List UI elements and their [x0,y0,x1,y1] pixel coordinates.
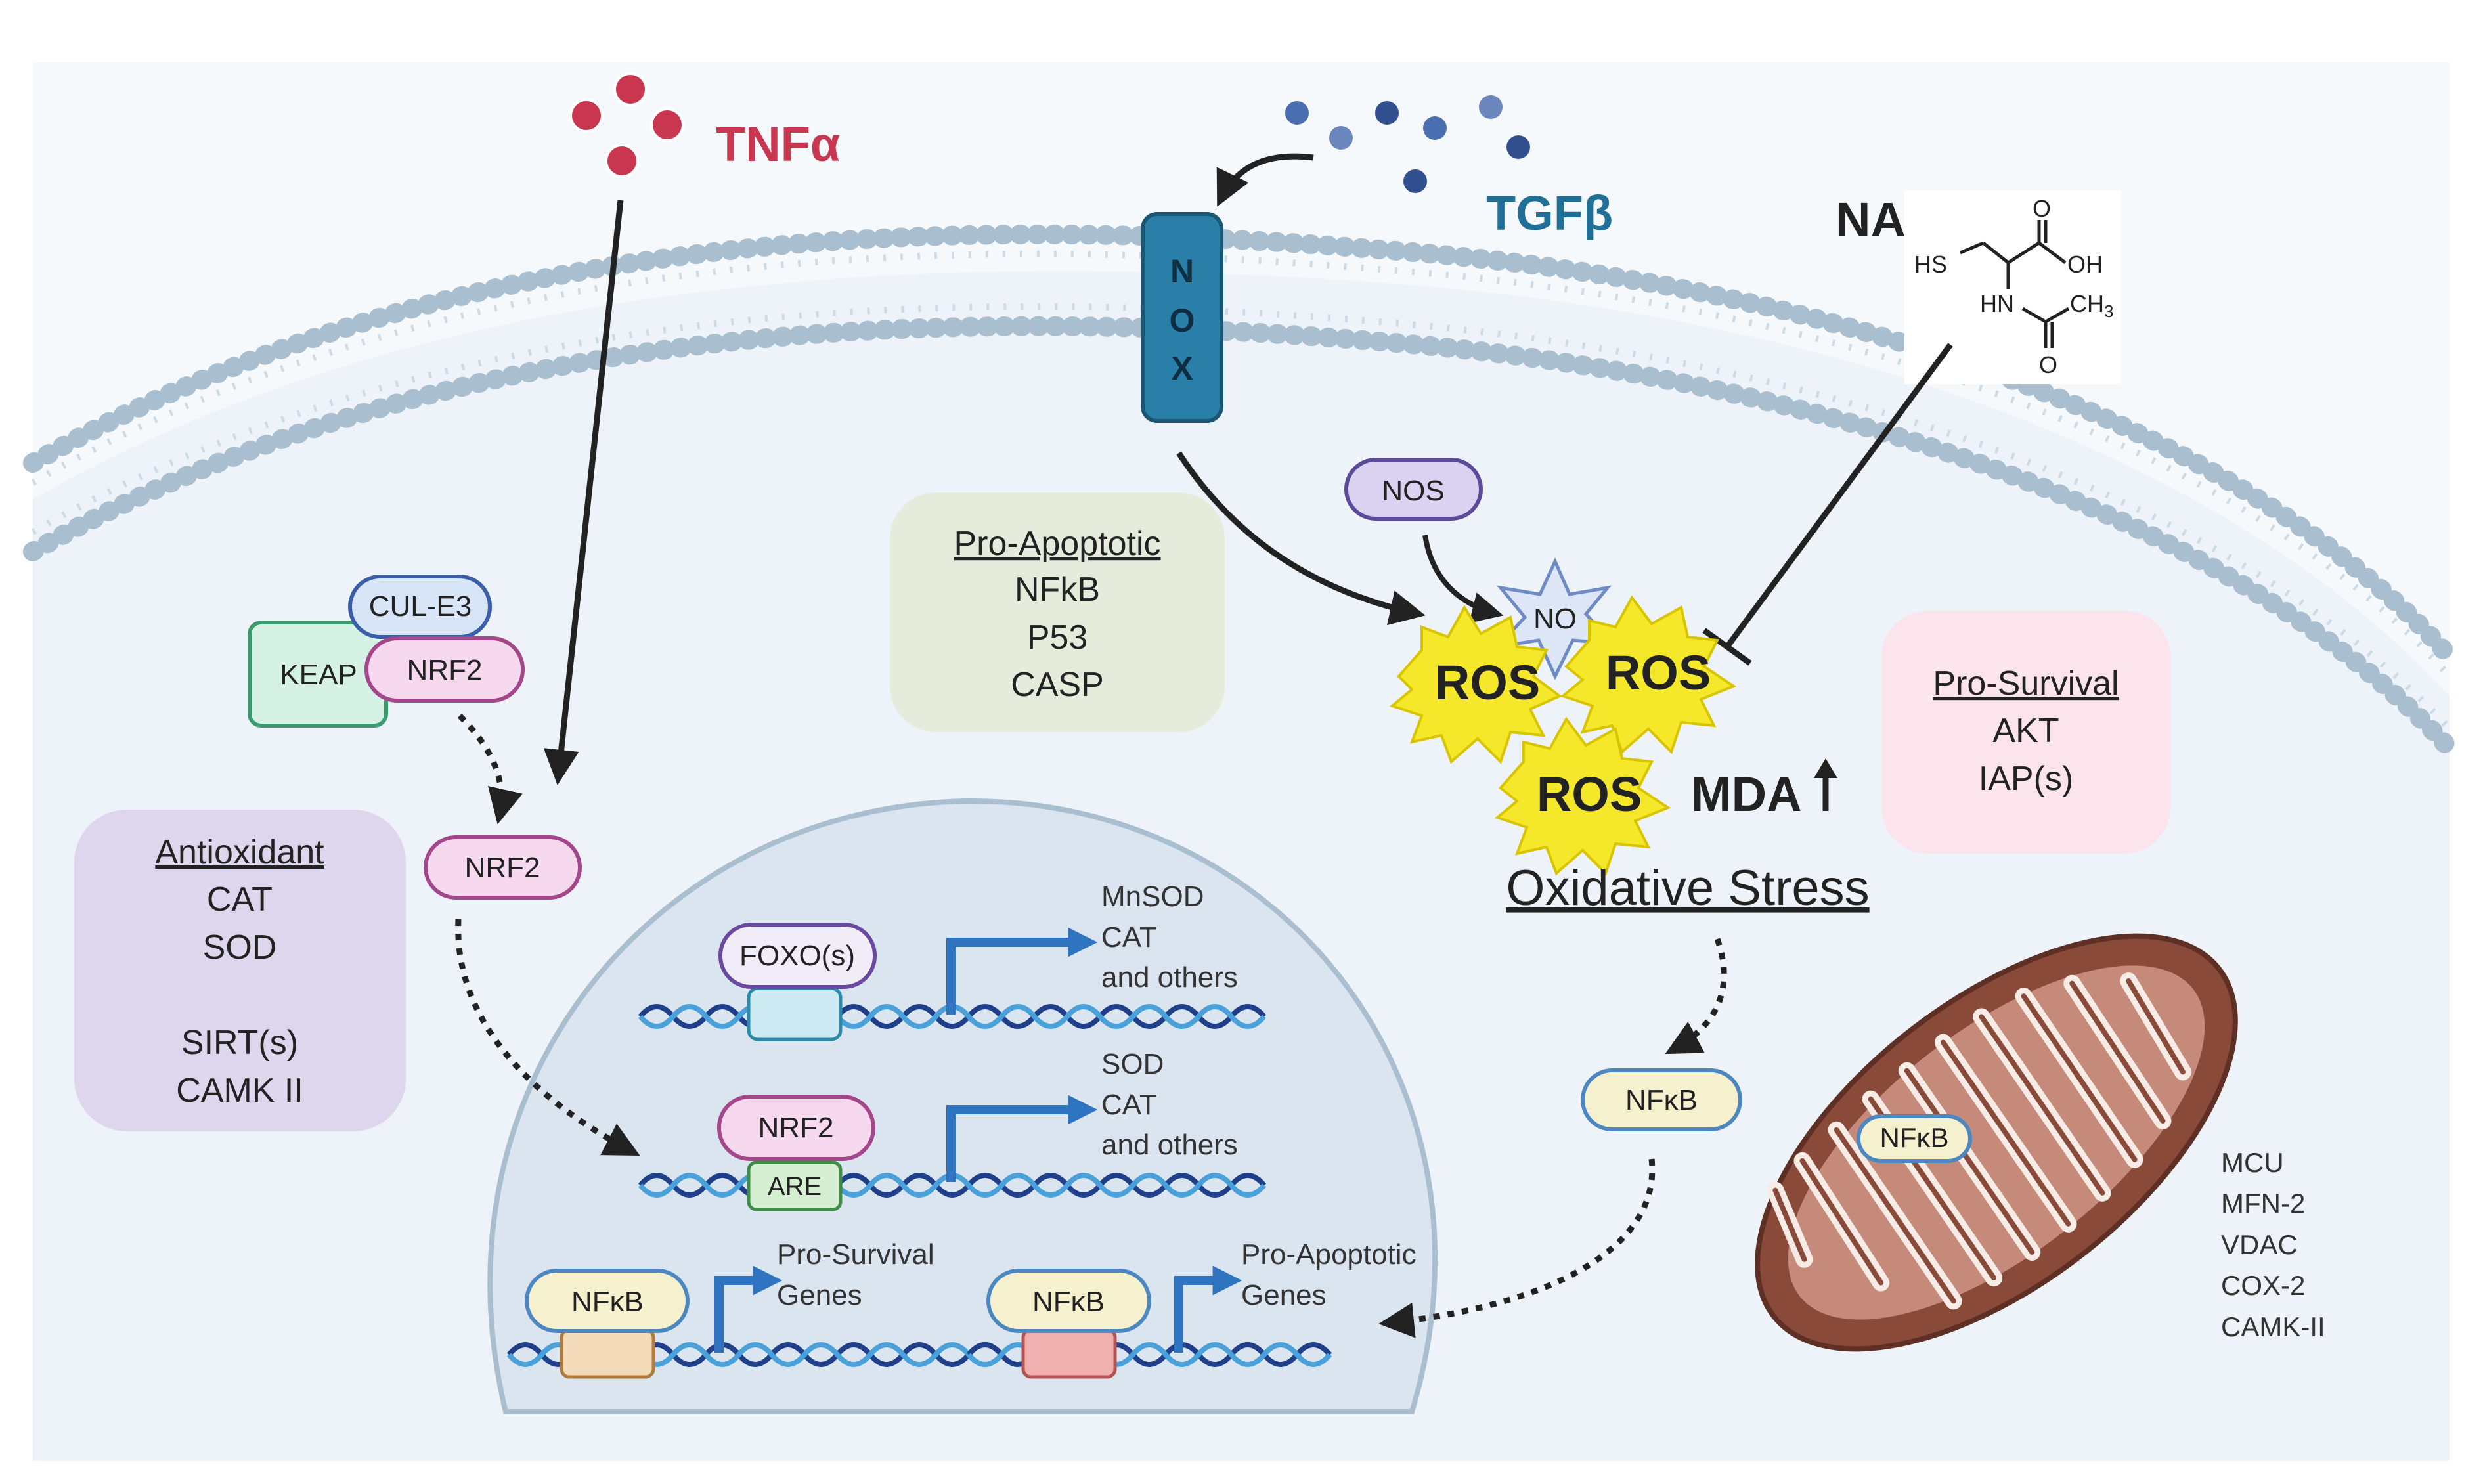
nox-letter-n: N [1170,253,1194,290]
nrf2-target-1: SOD [1101,1048,1164,1080]
nrf2-free-protein [424,835,582,900]
survival-genes-1: Pro-Survival [777,1238,934,1271]
antioxidant-item-1: CAT [207,881,273,919]
nox-to-ros-arrow [1176,451,1426,626]
nrf2-complex-label: NRF2 [407,654,483,686]
pro-apoptotic-item-2: P53 [1027,619,1088,657]
ros-burst-3: ROS [1494,716,1671,876]
pro-survival-item-2: IAP(s) [1979,760,2073,798]
nrf2-target-3: and others [1101,1129,1238,1161]
ros-label-3: ROS [1537,767,1642,821]
nac-hn: HN [1980,290,2014,317]
tnf-ligand [569,72,684,178]
nfkb-nuclear-right-label: NFκB [1032,1286,1105,1318]
pro-apoptotic-box [890,492,1225,732]
promoter-arrow-survival [714,1265,783,1353]
nox-letter-x: X [1171,350,1193,387]
tgf-ligand [1285,95,1530,193]
cell-membrane [23,224,2459,758]
foxo-target-3: and others [1101,961,1238,993]
mda-up-arrow [1814,758,1837,811]
ros-label-1: ROS [1435,655,1540,710]
nac-o-top: O [2033,195,2051,222]
are-binding-site [747,1160,843,1211]
mito-item-5: CAMK-II [2221,1311,2325,1342]
ros-burst-2: ROS [1560,595,1737,754]
nrf2-complex-protein [364,636,525,703]
nfkb-mitochondria-label: NFκB [1880,1122,1949,1153]
tnf-label: TNFα [716,117,840,171]
nos-to-no-arrow [1422,535,1504,623]
pro-survival-title: Pro-Survival [1933,665,2119,703]
nac-o-bottom: O [2039,351,2057,378]
nac-ch3-subscript: 3 [2104,301,2113,321]
pro-survival-item-1: AKT [1992,712,2059,750]
are-label: ARE [768,1172,822,1201]
nrf2-to-nucleus-arrow [455,919,640,1156]
ros-burst-1: ROS [1389,605,1562,764]
nfkb-cytoplasm-label: NFκB [1625,1084,1698,1116]
antioxidant-title: Antioxidant [155,833,324,871]
pro-apoptotic-title: Pro-Apoptotic [954,525,1160,563]
foxo-target-2: CAT [1101,921,1157,953]
antioxidant-item-5: CAMK II [176,1072,303,1110]
apoptotic-genes-2: Genes [1241,1279,1327,1311]
nfkb-nuclear-left [525,1269,690,1333]
nrf2-free-label: NRF2 [465,852,540,884]
survival-binding-site [560,1328,655,1379]
apoptotic-binding-site [1021,1328,1117,1379]
ros-label-2: ROS [1606,645,1711,700]
mito-item-2: MFN-2 [2221,1188,2305,1219]
antioxidant-box [74,810,406,1131]
antioxidant-item-4: SIRT(s) [181,1024,298,1062]
tgf-to-nox-arrow [1216,153,1314,207]
mito-item-1: MCU [2221,1147,2284,1178]
keap-label: KEAP [280,659,357,691]
foxo-protein [718,923,877,989]
antioxidant-item-2: SOD [203,928,277,967]
nrf2-target-2: CAT [1101,1089,1157,1121]
stress-to-nfkb-arrow [1665,938,1727,1055]
cul-e3-label: CUL-E3 [369,590,472,622]
nrf2-release-arrow [457,713,523,825]
nfkb-cytoplasm [1581,1068,1742,1131]
nfkb-mitochondria [1857,1114,1972,1163]
mitochondrion [1755,933,2238,1352]
nac-hs: HS [1914,251,1947,278]
pro-survival-box [1881,611,2170,854]
nfkb-nuclear-left-label: NFκB [571,1286,644,1318]
nac-oh: OH [2067,251,2103,278]
apoptotic-genes-1: Pro-Apoptotic [1241,1238,1417,1271]
foxo-binding-site [747,986,843,1041]
tgf-label: TGFβ [1486,186,1613,240]
nox-receptor [1141,212,1223,423]
tnf-arrow [543,200,624,785]
foxo-label: FOXO(s) [739,940,855,972]
nos-protein [1344,458,1483,521]
promoter-arrow-apoptotic [1174,1265,1242,1353]
no-star [1493,557,1617,680]
nos-label: NOS [1382,475,1444,507]
mito-item-4: COX-2 [2221,1270,2305,1301]
nrf2-nuclear-label: NRF2 [758,1112,834,1144]
oxidative-stress-label: Oxidative Stress [1506,860,1869,916]
nrf2-nuclear-protein [717,1095,875,1161]
pro-apoptotic-item-1: NFkB [1015,571,1100,609]
pro-apoptotic-item-3: CASP [1011,666,1104,704]
no-label: NO [1533,603,1577,635]
nox-letter-o: O [1170,302,1195,339]
mito-item-3: VDAC [2221,1229,2298,1260]
nfkb-nuclear-right [986,1269,1151,1333]
survival-genes-2: Genes [777,1279,862,1311]
promoter-arrow-foxo [946,927,1098,1015]
nac-ch3: CH3 [2070,290,2113,321]
mda-label: MDA [1691,767,1802,821]
foxo-target-1: MnSOD [1101,881,1204,913]
promoter-arrow-nrf2 [946,1095,1098,1182]
nac-structure [1904,190,2121,384]
nfkb-to-nucleus-arrow [1378,1158,1656,1338]
nac-inhibition [1702,343,1953,666]
